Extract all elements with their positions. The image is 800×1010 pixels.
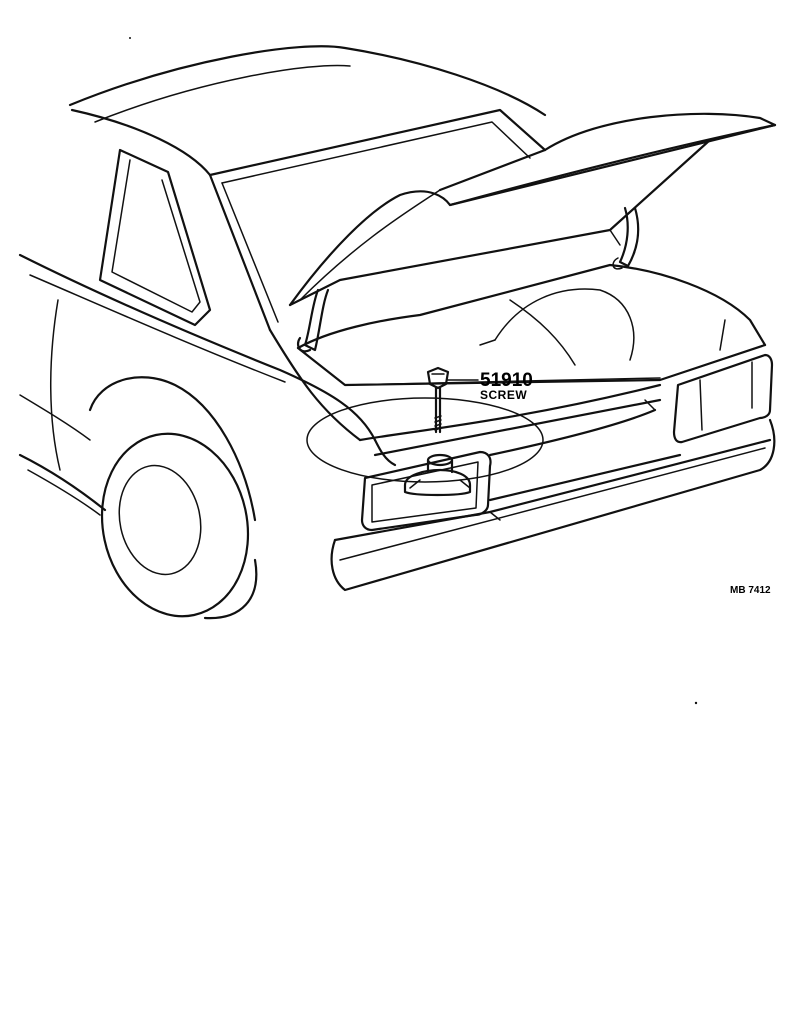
- reference-code: MB 7412: [730, 585, 771, 596]
- trunk-opening: [296, 263, 767, 387]
- part-number-label: 51910: [480, 370, 533, 391]
- left-tail-light: [360, 450, 492, 532]
- screw-part: [426, 366, 450, 434]
- callout-label: 51910 SCREW: [480, 370, 533, 402]
- trunk-lid: [288, 112, 777, 307]
- rear-panel: [358, 383, 682, 502]
- rear-wheel: [88, 376, 258, 620]
- scan-marks: [129, 37, 698, 705]
- part-name-label: SCREW: [480, 388, 527, 402]
- spare-tire-well-detail: [306, 397, 544, 497]
- trunk-hinges: [296, 206, 640, 353]
- right-tail-light: [672, 353, 774, 444]
- car-body-outline: [18, 45, 547, 516]
- rear-bumper: [330, 418, 776, 592]
